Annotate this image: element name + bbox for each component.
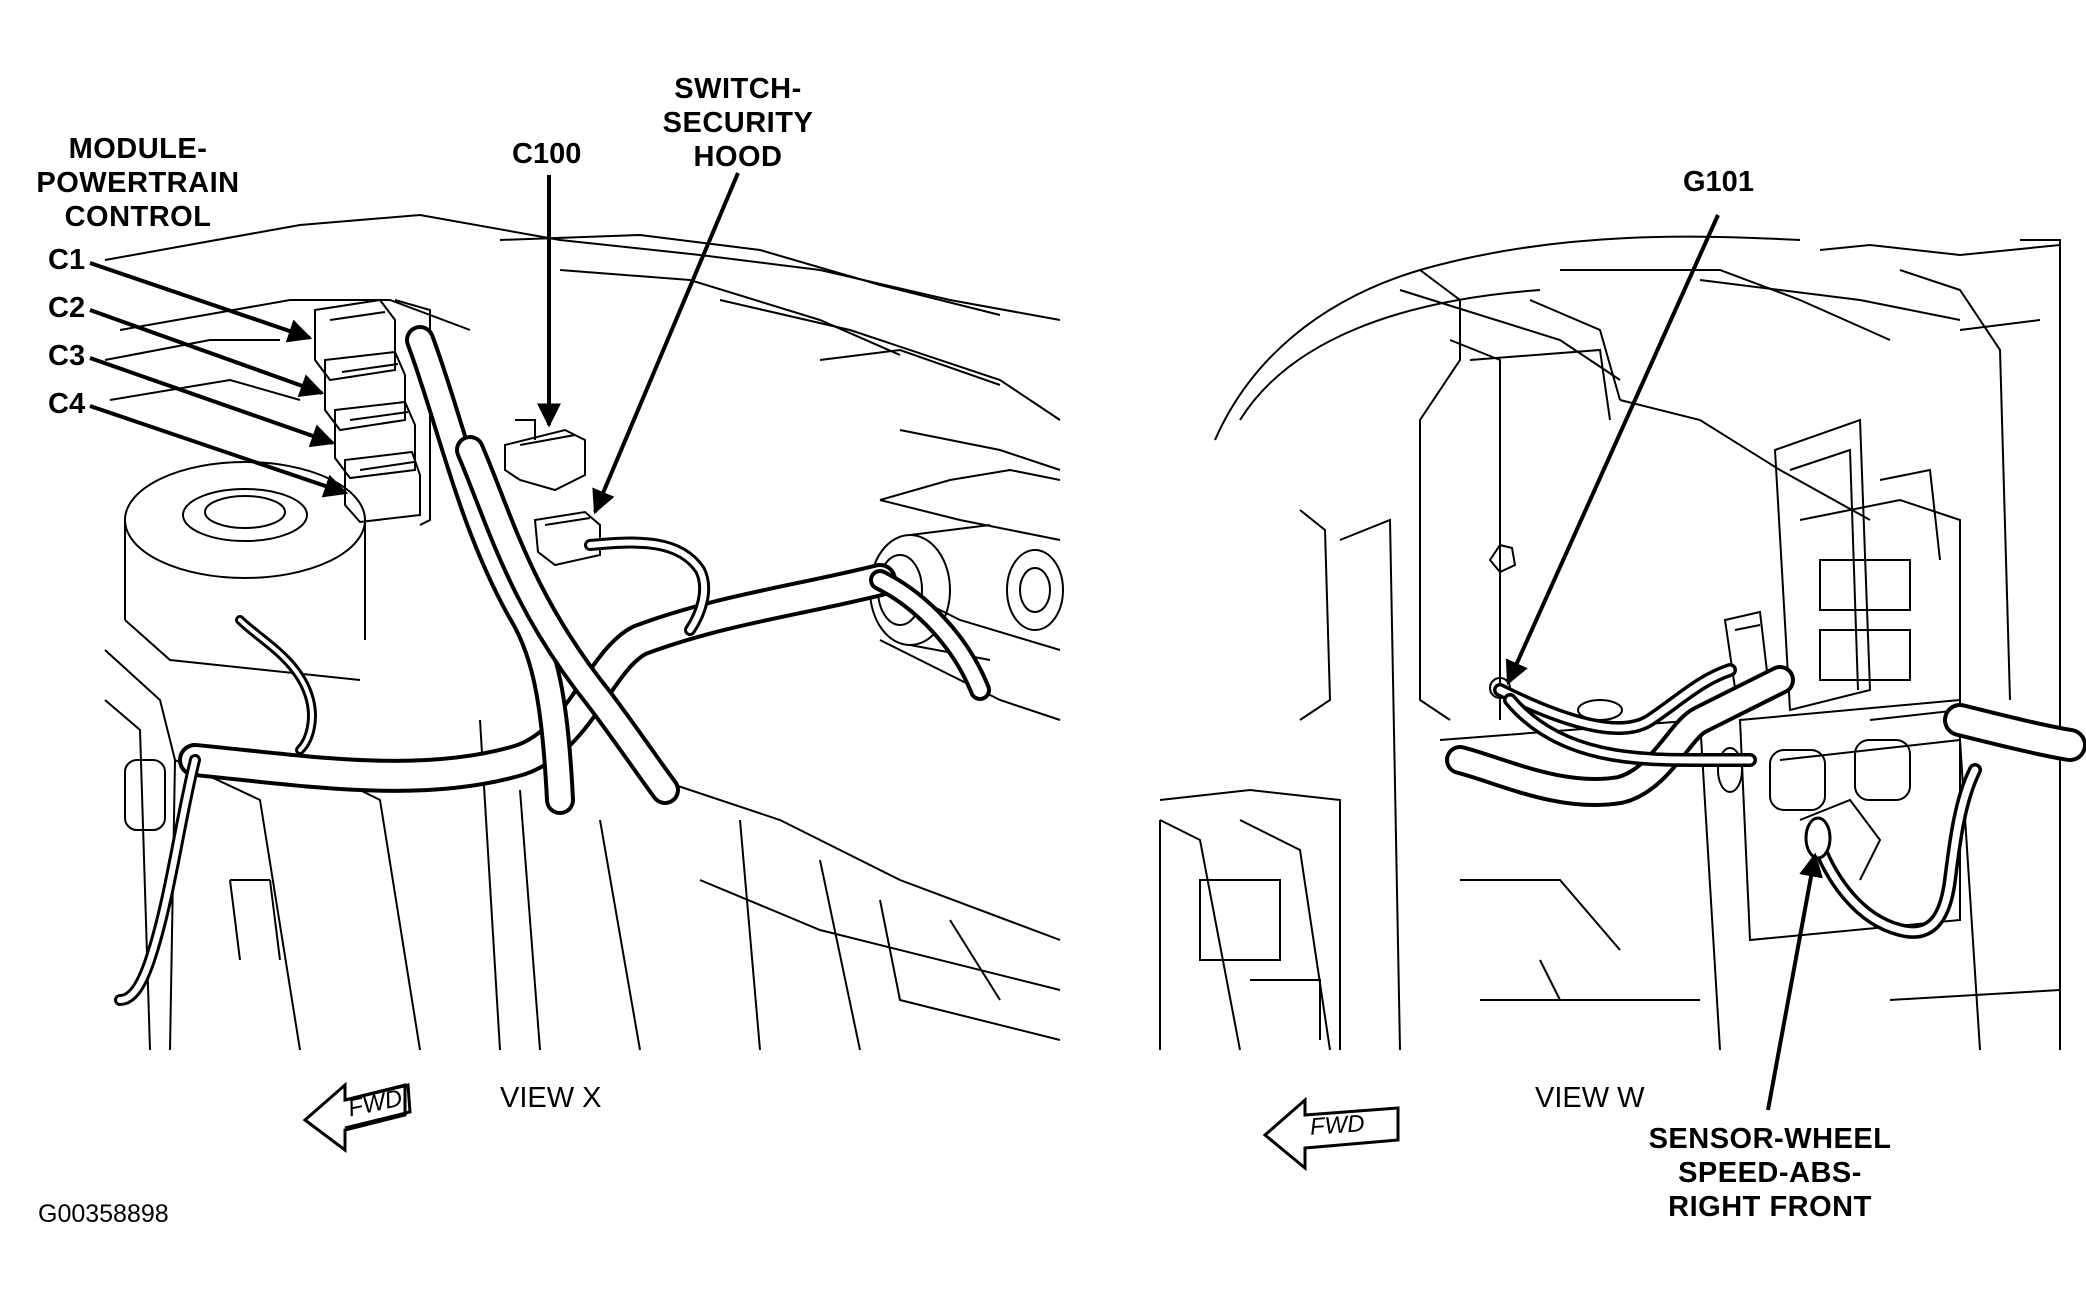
view-w-harness [1445, 663, 2086, 939]
module-label-line-3: CONTROL [64, 201, 212, 233]
switch-label-line-1: SWITCH- [674, 73, 802, 105]
module-label-line-2: POWERTRAIN [36, 167, 240, 199]
switch-label-line-3: HOOD [693, 141, 783, 173]
connector-label-c3: C3 [48, 340, 86, 372]
g101-label: G101 [1683, 166, 1754, 198]
view-x-drawing [104, 213, 1064, 1051]
module-powertrain-control-label: MODULE- POWERTRAIN CONTROL [28, 132, 248, 234]
sensor-label-line-3: RIGHT FRONT [1668, 1191, 1872, 1223]
fwd-label-right: FWD [1309, 1110, 1366, 1141]
switch-label-line-2: SECURITY [662, 107, 814, 139]
fwd-arrow-left [302, 1081, 412, 1153]
module-label-line-1: MODULE- [68, 133, 208, 165]
arrow-c1 [89, 261, 313, 343]
switch-security-hood-label: SWITCH- SECURITY HOOD [648, 72, 828, 174]
arrow-c4 [89, 404, 349, 498]
c100-label: C100 [512, 138, 582, 170]
sensor-label-line-1: SENSOR-WHEEL [1648, 1123, 1892, 1155]
connector-label-c2: C2 [48, 292, 86, 324]
arrow-c2 [89, 308, 325, 398]
arrow-c3 [89, 356, 336, 448]
view-x-label: VIEW X [500, 1082, 602, 1114]
arrow-sensor [1766, 852, 1823, 1111]
figure-code: G00358898 [38, 1200, 169, 1228]
sensor-label-line-2: SPEED-ABS- [1678, 1157, 1862, 1189]
view-x-harness [114, 325, 991, 1006]
arrow-g101 [1505, 214, 1720, 686]
connector-label-c1: C1 [48, 244, 86, 276]
connector-label-c4: C4 [48, 388, 86, 420]
sensor-wheel-speed-label: SENSOR-WHEEL SPEED-ABS- RIGHT FRONT [1630, 1122, 1910, 1224]
view-w-label: VIEW W [1535, 1082, 1645, 1114]
fwd-arrow-right [1262, 1096, 1400, 1172]
leader-arrows [89, 172, 1823, 1111]
arrow-switch [592, 172, 740, 515]
